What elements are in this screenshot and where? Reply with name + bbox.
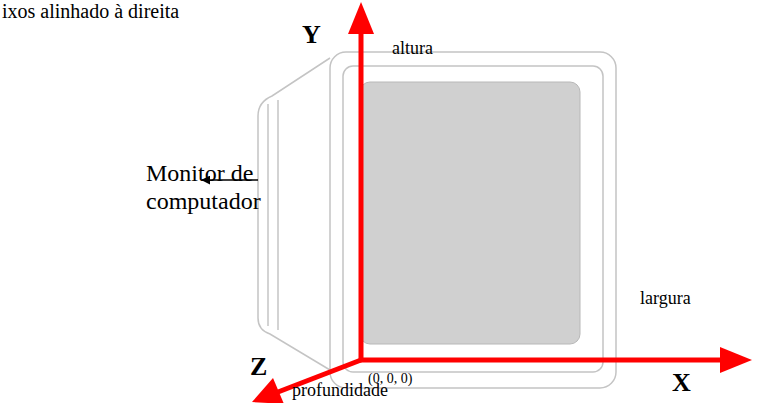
y-arrowhead	[348, 2, 374, 34]
monitor-body	[258, 52, 616, 388]
z-arrowhead	[252, 378, 284, 403]
axis-letter: X	[672, 368, 691, 398]
monitor-screen	[360, 82, 580, 344]
x-axis	[359, 358, 722, 363]
axis-letter: Z	[250, 352, 267, 382]
axis-letter: Y	[302, 20, 321, 50]
axes	[252, 2, 752, 403]
caption-fragment: ixos alinhado à direita	[2, 0, 179, 23]
part-name: Monitor de computador	[146, 160, 261, 215]
x-arrowhead	[720, 347, 752, 373]
axis-name: largura	[640, 288, 691, 309]
axis-name: profundidade	[292, 380, 388, 401]
axis-name: altura	[392, 38, 433, 59]
y-axis	[359, 30, 364, 362]
